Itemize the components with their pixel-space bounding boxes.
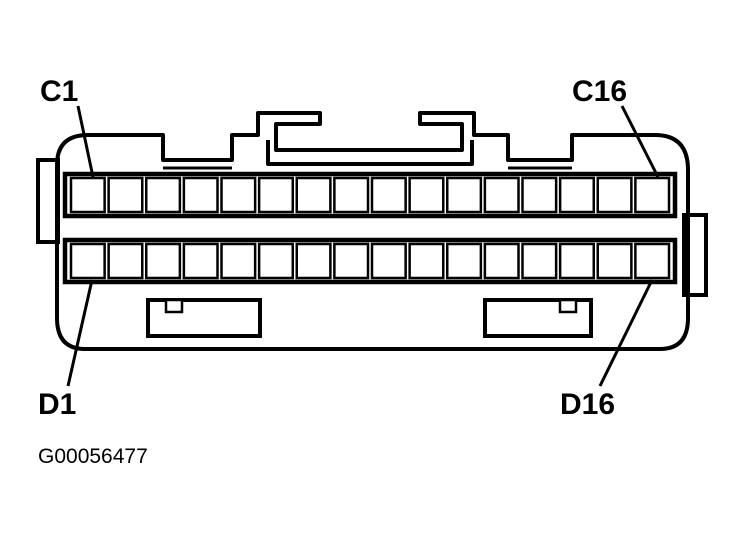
pin-cavity-d10: [408, 242, 445, 280]
pin-cavity-c1: [69, 176, 106, 214]
pin-cavity-d13: [521, 242, 558, 280]
row-c-frame: [62, 171, 678, 219]
leader-c16: [620, 105, 660, 178]
leader-d1: [66, 279, 94, 387]
pin-cavity-d5: [220, 242, 257, 280]
leader-d16: [598, 279, 654, 387]
pin-cavity-c5: [220, 176, 257, 214]
lock-window-right: [483, 298, 593, 338]
pin-cavity-d15: [596, 242, 633, 280]
lock-notch-right: [558, 298, 578, 314]
pin-cavity-c15: [596, 176, 633, 214]
pin-cavity-c6: [257, 176, 295, 214]
pin-cavity-d16: [634, 242, 671, 280]
top-key-inner: [266, 140, 474, 166]
pin-cavity-c8: [333, 176, 370, 214]
pin-cavity-d6: [257, 242, 295, 280]
figure-id: G00056477: [38, 445, 148, 468]
pin-cavity-c11: [446, 176, 483, 214]
row-d-pins: [69, 242, 671, 280]
connector-body: [55, 111, 690, 351]
pin-cavity-d12: [483, 242, 520, 280]
pin-cavity-d9: [370, 242, 407, 280]
pin-cavity-d1: [69, 242, 106, 280]
lock-notch-left: [164, 298, 184, 314]
pin-cavity-d3: [145, 242, 182, 280]
label-c1: C1: [40, 75, 78, 108]
row-d-frame: [62, 237, 678, 285]
label-c16: C16: [572, 75, 627, 108]
pin-cavity-d4: [182, 242, 219, 280]
pin-cavity-c14: [558, 176, 596, 214]
pin-cavity-c3: [145, 176, 182, 214]
pin-cavity-d11: [446, 242, 483, 280]
label-d16: D16: [560, 388, 615, 421]
pin-cavity-c9: [370, 176, 407, 214]
pin-cavity-c12: [483, 176, 520, 214]
pin-cavity-d8: [333, 242, 370, 280]
label-d1: D1: [38, 388, 76, 421]
pin-cavity-c13: [521, 176, 558, 214]
leader-c1: [76, 105, 95, 178]
pin-cavity-c2: [107, 176, 144, 214]
pin-cavity-d14: [558, 242, 596, 280]
pin-cavity-c7: [295, 176, 332, 214]
pin-cavity-d7: [295, 242, 332, 280]
pin-cavity-c4: [182, 176, 219, 214]
pin-cavity-c10: [408, 176, 445, 214]
pin-cavity-d2: [107, 242, 144, 280]
row-c-pins: [69, 176, 671, 214]
pin-cavity-c16: [634, 176, 671, 214]
